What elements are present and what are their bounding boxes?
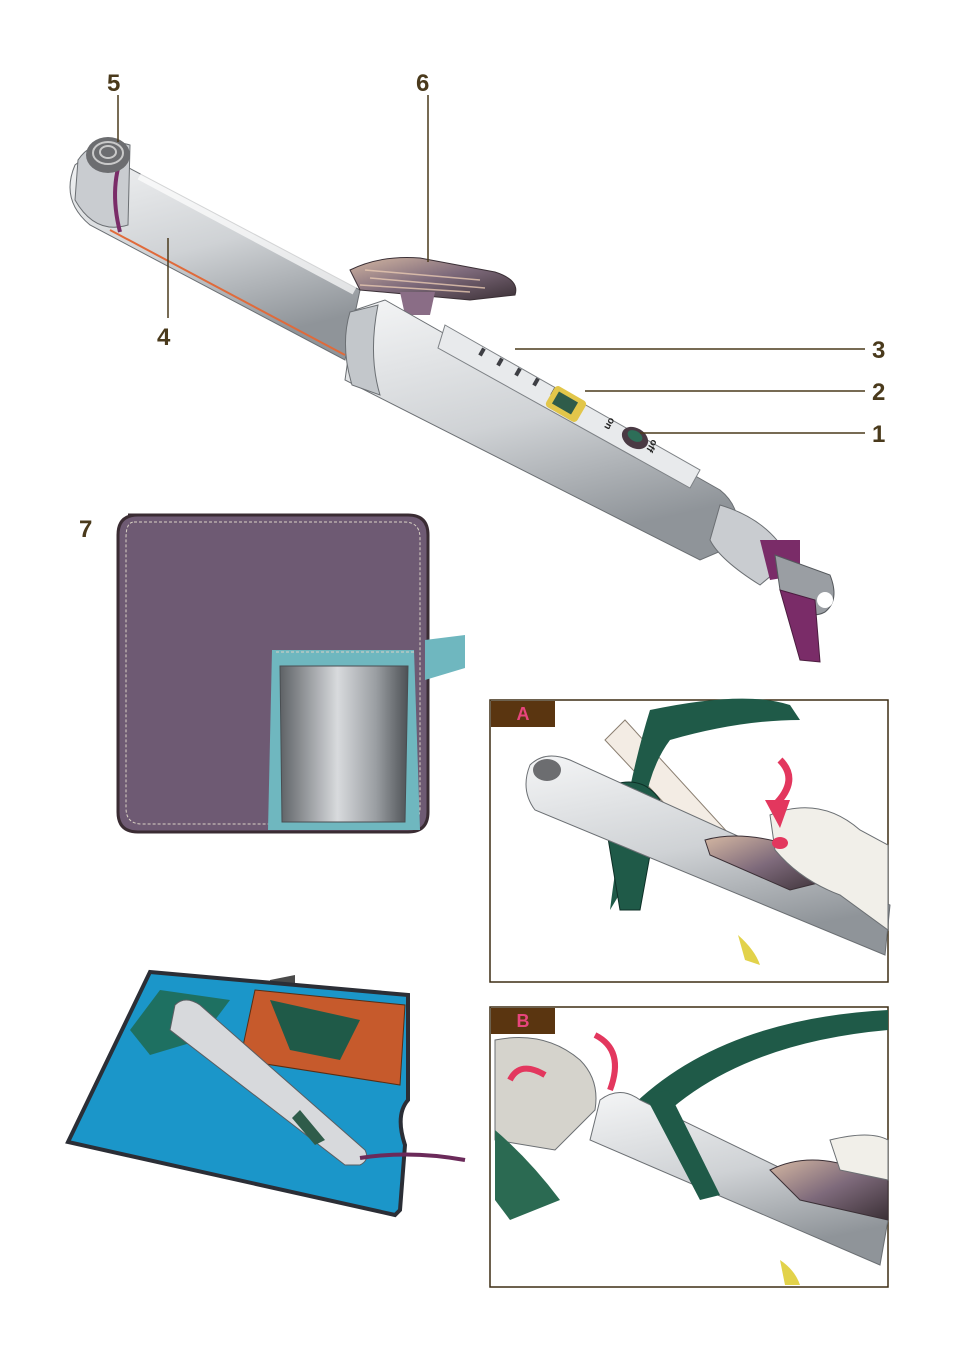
panel-b-illustration: [490, 1007, 888, 1287]
cool-tip: [86, 137, 130, 173]
panel-b-tag: B: [491, 1008, 555, 1034]
callout-3: 3: [872, 339, 885, 363]
callout-2: 2: [872, 381, 885, 405]
curler-barrel: [70, 137, 360, 360]
callout-5: 5: [107, 72, 120, 96]
mat-illustration: [68, 972, 465, 1215]
callout-4: 4: [157, 326, 170, 350]
callout-6: 6: [416, 72, 429, 96]
heat-pouch: [118, 515, 465, 832]
panel-a-tag: A: [491, 701, 555, 727]
panel-a-illustration: [490, 699, 890, 982]
callout-1: 1: [872, 423, 885, 447]
callout-7: 7: [79, 518, 92, 542]
